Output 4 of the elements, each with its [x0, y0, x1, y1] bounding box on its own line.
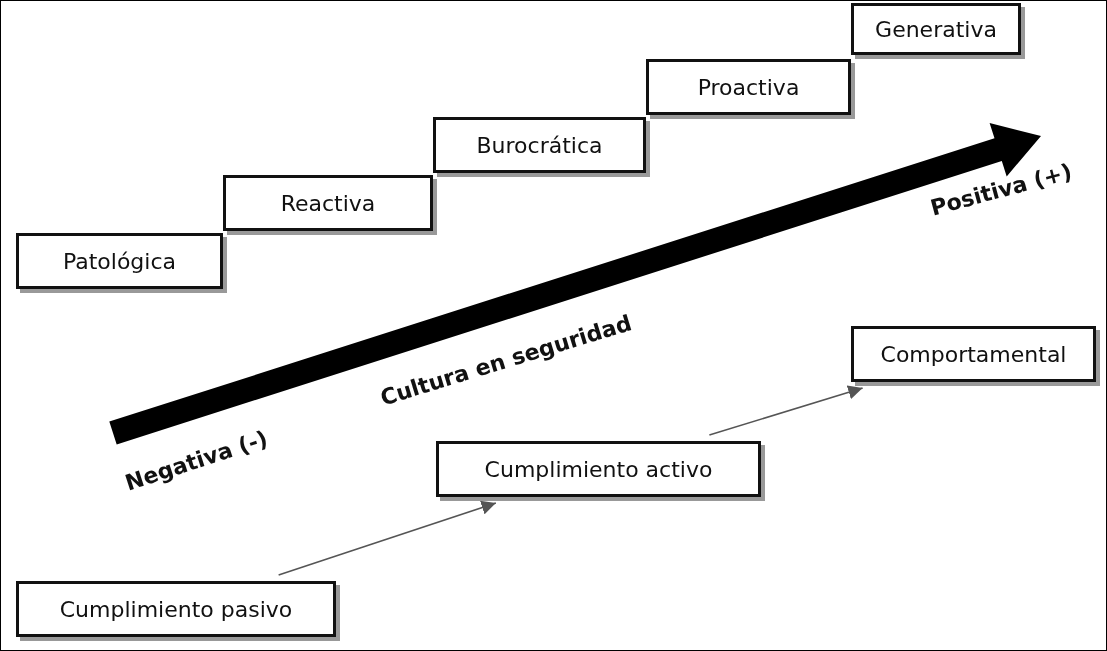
arrow	[708, 385, 864, 436]
arrow	[109, 123, 1041, 445]
axis-label: Positiva (+)	[927, 158, 1075, 221]
arrow	[277, 500, 497, 576]
